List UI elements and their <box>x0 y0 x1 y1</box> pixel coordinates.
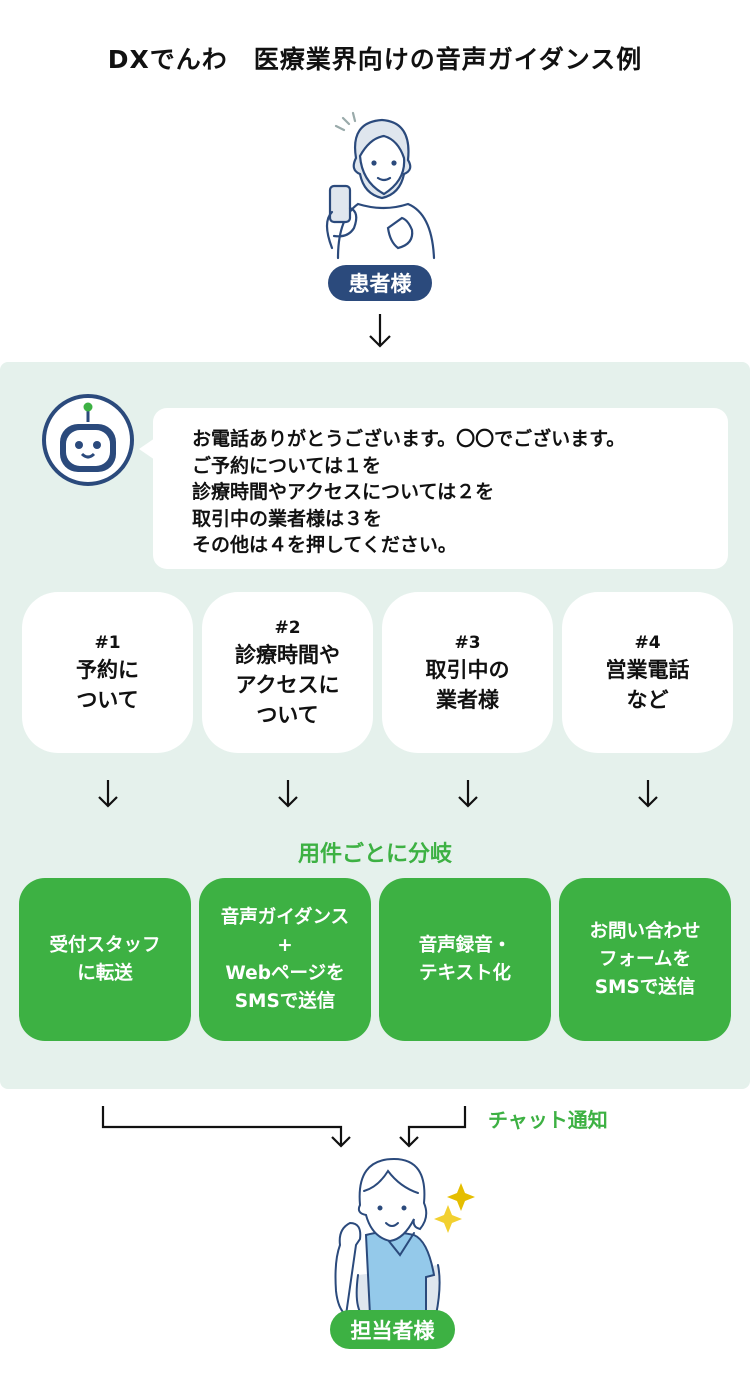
guidance-line: 診療時間やアクセスについては２を <box>192 481 495 503</box>
option-text: アクセスに <box>235 672 340 697</box>
connector-arrows <box>101 1106 467 1148</box>
staff-badge: 担当者様 <box>330 1310 455 1349</box>
option-text: ついて <box>76 687 139 712</box>
option-text: 業者様 <box>436 687 499 712</box>
option-text: など <box>626 687 669 712</box>
action-text: お問い合わせ <box>589 920 701 942</box>
option-number: #4 <box>634 632 661 653</box>
option-card-1: #1 予約に ついて <box>22 592 193 753</box>
page-title: DXでんわ 医療業界向けの音声ガイダンス例 <box>107 45 643 74</box>
guidance-line: 取引中の業者様は３を <box>192 507 383 530</box>
action-text: テキスト化 <box>419 962 511 984</box>
chat-notification-label: チャット通知 <box>488 1108 608 1132</box>
option-text: ついて <box>256 702 319 727</box>
arrow-down-icon <box>638 780 658 808</box>
option-number: #2 <box>274 617 301 638</box>
guidance-line: ご予約については１を <box>192 454 382 477</box>
action-text: SMSで送信 <box>234 990 336 1012</box>
action-text: 音声ガイダンス <box>220 906 350 928</box>
action-text: + <box>277 934 293 956</box>
action-card-2: 音声ガイダンス + Webページを SMSで送信 <box>199 878 371 1041</box>
option-text: 診療時間や <box>235 642 340 667</box>
patient-illustration <box>325 111 436 260</box>
option-card-4: #4 営業電話 など <box>562 592 733 753</box>
arrow-down-icon <box>278 780 298 808</box>
option-number: #1 <box>94 632 121 653</box>
action-card-1: 受付スタッフ に転送 <box>19 878 191 1041</box>
staff-illustration <box>334 1157 475 1315</box>
action-text: に転送 <box>77 962 133 984</box>
branch-label: 用件ごとに分岐 <box>297 842 452 867</box>
action-text: SMSで送信 <box>594 976 696 998</box>
action-text: 音声録音・ <box>418 934 512 956</box>
arrow-down-icon <box>458 780 478 808</box>
guidance-line: お電話ありがとうございます。〇〇でございます。 <box>192 428 626 450</box>
action-text: 受付スタッフ <box>49 934 161 956</box>
patient-badge: 患者様 <box>328 265 432 301</box>
action-text: Webページを <box>225 962 345 984</box>
guidance-line: その他は４を押してください。 <box>192 534 457 556</box>
option-card-2: #2 診療時間や アクセスに ついて <box>202 592 373 753</box>
arrow-down-icon <box>98 780 118 808</box>
action-card-3: 音声録音・ テキスト化 <box>379 878 551 1041</box>
option-text: 予約に <box>76 657 139 682</box>
option-text: 営業電話 <box>605 657 690 682</box>
option-card-3: #3 取引中の 業者様 <box>382 592 553 753</box>
option-text: 取引中の <box>425 657 510 682</box>
option-number: #3 <box>454 632 481 653</box>
action-text: フォームを <box>599 948 691 970</box>
speech-bubble: お電話ありがとうございます。〇〇でございます。 ご予約については１を 診療時間や… <box>139 408 728 569</box>
action-card-4: お問い合わせ フォームを SMSで送信 <box>559 878 731 1041</box>
arrow-down-icon <box>369 314 391 348</box>
robot-icon <box>42 394 134 486</box>
